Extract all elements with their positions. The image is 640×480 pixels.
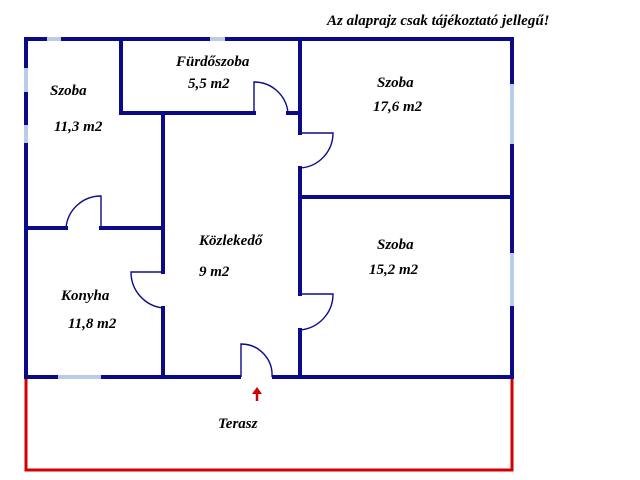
room-label-bathroom: Fürdőszoba 5,5 m2 [175,54,250,92]
room-name: Konyha [60,288,110,304]
door-room-top-left [65,195,102,229]
door-room-bottom-right [299,293,334,331]
room-label-top-left: Szoba 11,3 m2 [50,83,103,135]
entrance-arrow-icon [252,387,262,401]
room-area: 5,5 m2 [188,76,230,92]
doors [65,81,334,378]
door-room-top-right [299,132,334,169]
room-label-kitchen: Konyha 11,8 m2 [60,288,117,332]
interior-walls [24,37,514,380]
room-name: Szoba [50,83,87,99]
room-name: Szoba [377,75,414,91]
room-area: 11,8 m2 [68,316,117,332]
room-area: 9 m2 [199,264,230,280]
door-entrance [240,343,273,378]
windows [24,37,514,379]
room-name: Fürdőszoba [175,54,250,70]
room-area: 17,6 m2 [373,99,423,115]
disclaimer-note: Az alaprajz csak tájékoztató jellegű! [326,13,550,29]
room-label-bottom-right: Szoba 15,2 m2 [369,237,419,278]
door-kitchen [130,271,164,309]
room-name: Szoba [377,237,414,253]
room-label-hallway: Közlekedő 9 m2 [198,233,264,280]
room-name: Közlekedő [198,233,264,249]
door-bathroom [253,81,289,114]
room-area: 15,2 m2 [369,262,419,278]
terrace-outline [24,377,514,472]
room-area: 11,3 m2 [54,119,103,135]
terrace-label: Terasz [218,416,258,432]
room-label-top-right: Szoba 17,6 m2 [373,75,423,115]
